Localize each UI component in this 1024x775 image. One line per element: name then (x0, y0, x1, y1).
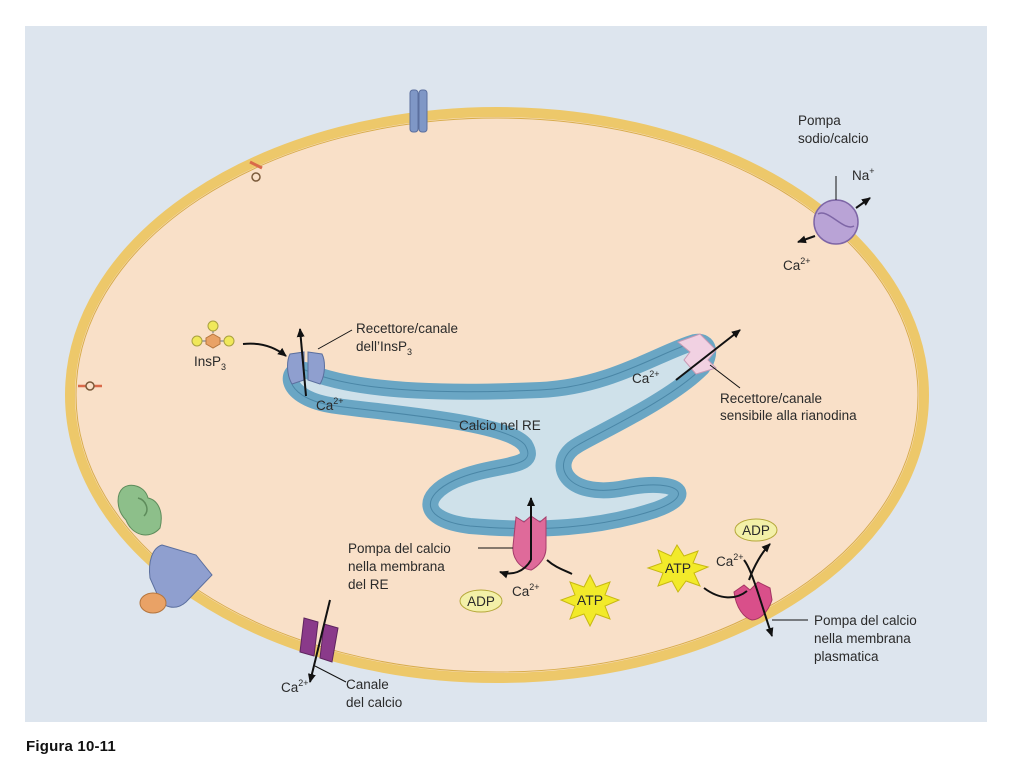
sodium-calcium-pump (797, 176, 871, 245)
ryanodine-label-line2: sensibile alla rianodina (720, 408, 857, 423)
er-pump-label-line1: Pompa del calcio (348, 541, 451, 556)
pm-pump-label-line3: plasmatica (814, 649, 879, 664)
pm-calcium-pump (703, 543, 808, 637)
ryanodine-receptor-channel (675, 329, 741, 389)
er-calcium-label: Calcio nel RE (459, 418, 541, 433)
figure-caption: Figura 10-11 (26, 738, 116, 755)
membrane-receptor-small-top (249, 160, 263, 182)
calcium-channel (299, 599, 347, 683)
pm-pump-label-line1: Pompa del calcio (814, 613, 917, 628)
insp3-receptor-label-line1: Recettore/canale (356, 321, 458, 336)
membrane-channel-top (409, 89, 428, 133)
insp3-receptor-label-line2: dell’InsP3 (356, 339, 412, 357)
membrane-receptor-small-left (78, 381, 102, 391)
atp-star-er: ATP (559, 573, 621, 628)
ca-channel-label-line2: del calcio (346, 695, 402, 710)
ca-ion-label-pm-pump: Ca2+ (716, 552, 744, 569)
ca-ion-label-insp3: Ca2+ (316, 396, 344, 413)
pm-pump-label-line2: nella membrana (814, 631, 911, 646)
ca-channel-label-line1: Canale (346, 677, 389, 692)
adp-label-pm: ADP (742, 523, 770, 538)
adp-label-er: ADP (467, 594, 495, 609)
plasma-membrane-inner-edge (75, 117, 919, 673)
ca-ion-label-ryanodine: Ca2+ (632, 369, 660, 386)
na-ion-label: Na+ (852, 166, 875, 183)
insp3-label: InsP3 (194, 354, 226, 372)
pump-na-ca-label-line2: sodio/calcio (798, 131, 869, 146)
atp-star-pm: ATP (646, 544, 710, 593)
ca-ion-label-er-pump: Ca2+ (512, 582, 540, 599)
ryanodine-label-line1: Recettore/canale (720, 391, 822, 406)
atp-label-er: ATP (577, 592, 603, 608)
insp3-receptor-channel (287, 328, 353, 397)
atp-label-pm: ATP (665, 560, 691, 576)
ca-ion-label-channel: Ca2+ (281, 678, 309, 695)
g-protein-complex (117, 484, 213, 614)
endoplasmic-reticulum (282, 333, 717, 537)
er-pump-label-line2: nella membrana (348, 559, 445, 574)
adp-ellipse-er: ADP (459, 589, 503, 613)
adp-ellipse-pm: ADP (734, 518, 778, 542)
er-pump-label-line3: del RE (348, 577, 389, 592)
ca-ion-label-pump: Ca2+ (783, 256, 811, 273)
er-calcium-pump (478, 497, 573, 579)
insp3-molecule (191, 320, 287, 357)
pump-na-ca-label-line1: Pompa (798, 113, 841, 128)
